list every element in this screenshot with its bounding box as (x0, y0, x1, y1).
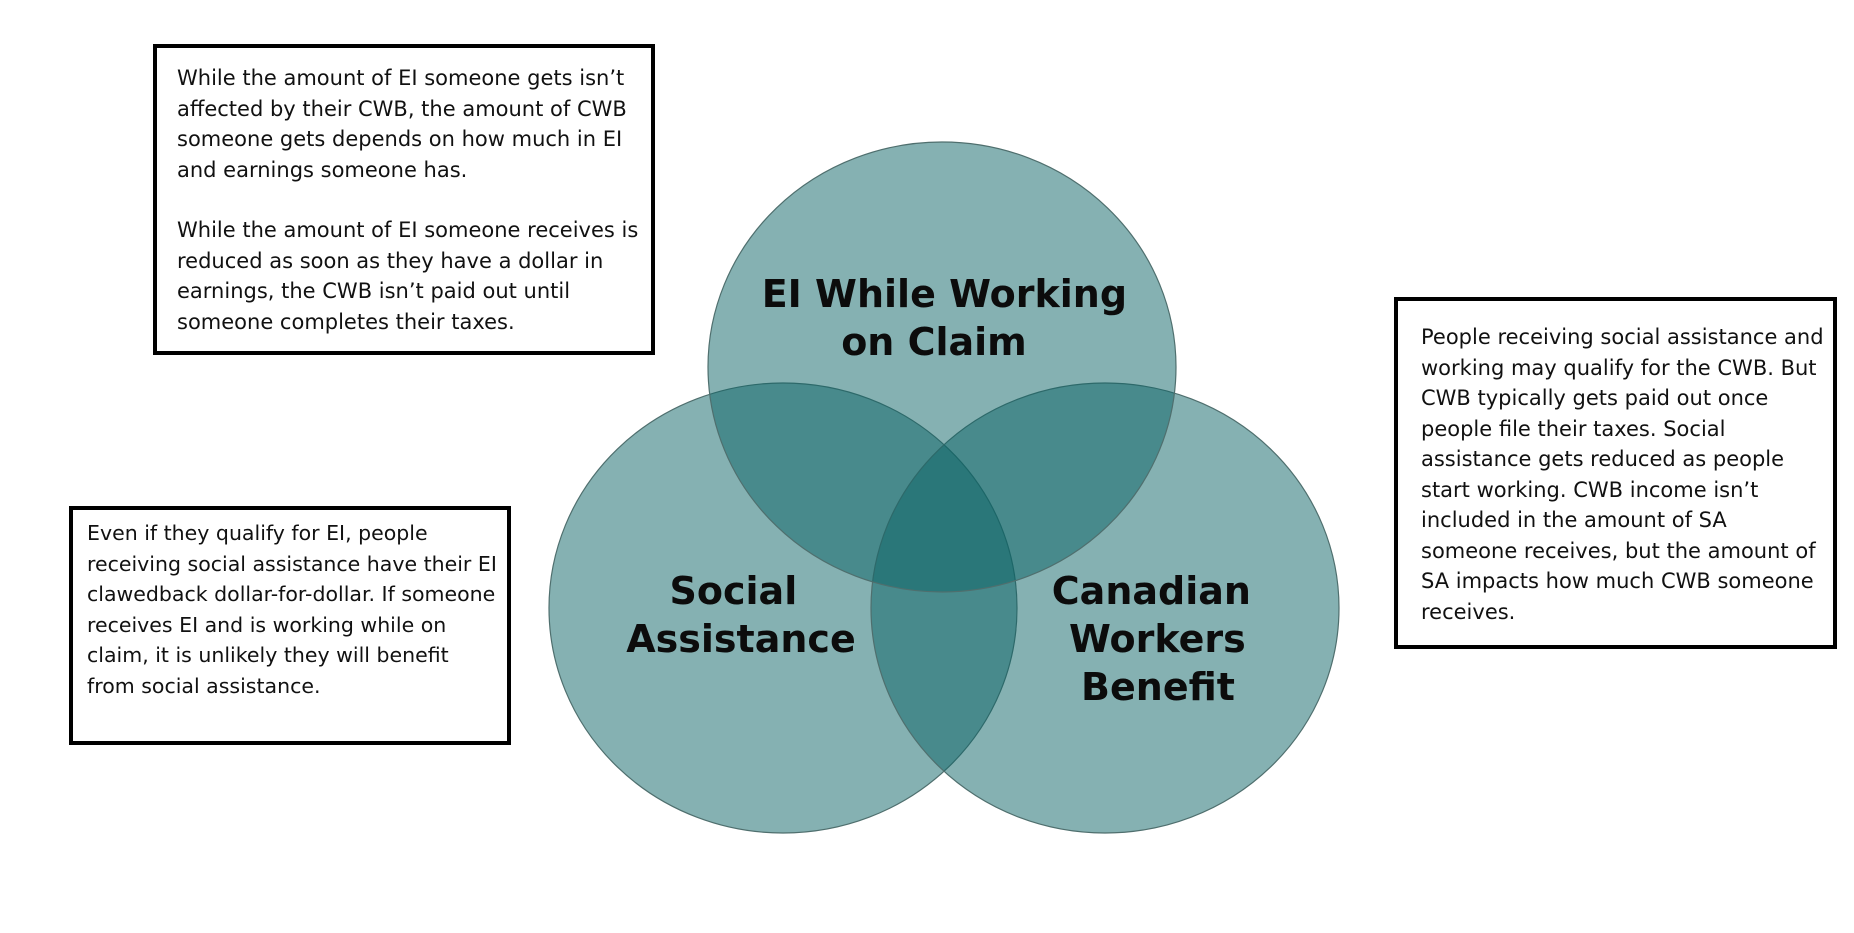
note-social-assistance-cwb-text: People receiving social assistance and w… (1421, 325, 1824, 624)
venn-circles (548, 141, 1340, 834)
label-cwb-line-1: Canadian (1052, 569, 1251, 613)
label-social-assistance: Social Assistance (626, 569, 855, 661)
note-ei-cwb-paragraph-2: While the amount of EI someone receives … (177, 218, 639, 334)
note-ei-cwb-paragraph-1: While the amount of EI someone gets isn’… (177, 66, 627, 182)
note-ei-social-assistance: Even if they qualify for EI, people rece… (69, 506, 511, 745)
label-cwb-line-2: Workers (1069, 617, 1246, 661)
label-sa-line-2: Assistance (626, 617, 855, 661)
note-ei-social-assistance-text: Even if they qualify for EI, people rece… (87, 521, 497, 698)
note-ei-cwb: While the amount of EI someone gets isn’… (153, 44, 655, 355)
label-ei-line-2: on Claim (841, 320, 1027, 364)
label-sa-line-1: Social (670, 569, 798, 613)
venn-labels: EI While Working on Claim Social Assista… (626, 272, 1264, 709)
label-cwb-line-3: Benefit (1081, 665, 1235, 709)
label-ei-while-working: EI While Working on Claim (762, 272, 1141, 364)
circle-ei-while-working (707, 141, 1177, 593)
label-ei-line-1: EI While Working (762, 272, 1127, 316)
label-canadian-workers-benefit: Canadian Workers Benefit (1052, 569, 1264, 709)
note-social-assistance-cwb: People receiving social assistance and w… (1394, 297, 1837, 649)
